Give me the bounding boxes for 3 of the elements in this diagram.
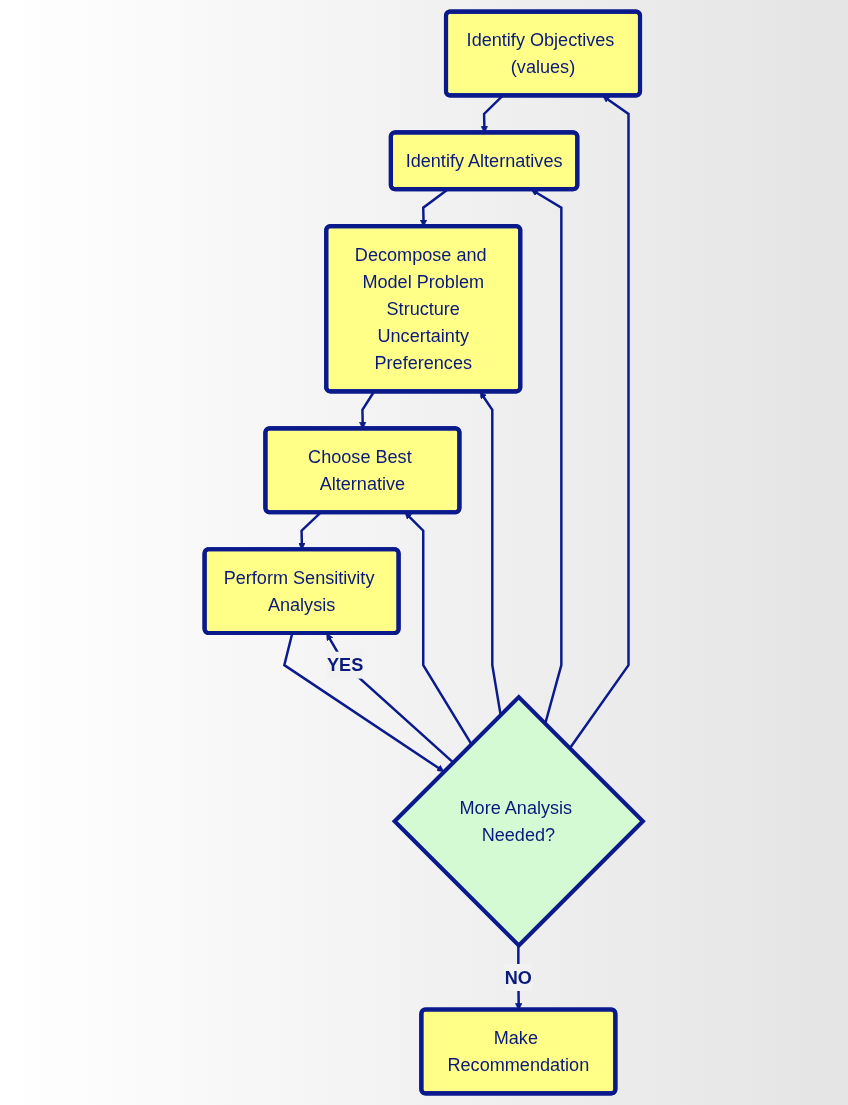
edge-label: NO — [505, 967, 533, 988]
node-diamond: More Analysis Needed? — [392, 694, 647, 949]
edge-label: YES — [327, 654, 364, 676]
